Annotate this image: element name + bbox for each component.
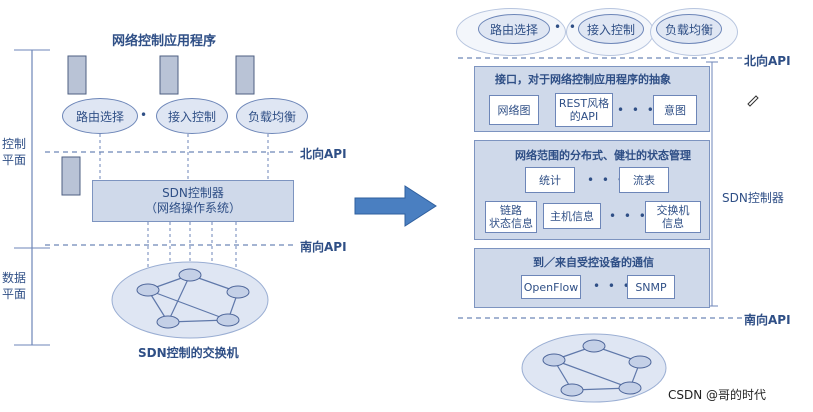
csdn-watermark: CSDN @哥的时代 xyxy=(668,388,767,402)
pencil-icon xyxy=(747,95,759,107)
right-app-routing-label: 路由选择 xyxy=(489,22,538,37)
right-sdn-controller-label: SDN控制器 xyxy=(722,191,784,205)
right-app-access-control: 接入控制 xyxy=(578,14,644,44)
right-app-access-control-label: 接入控制 xyxy=(586,22,635,37)
left-app-load-balancing: 负载均衡 xyxy=(236,98,308,134)
interface-dots: • • • xyxy=(617,103,656,117)
snmp-label: SNMP xyxy=(635,280,667,294)
device-communication-layer: 到／来自受控设备的通信 OpenFlow • • • SNMP xyxy=(474,248,710,308)
host-info-box: 主机信息 xyxy=(543,203,601,229)
link-state-box: 链路 状态信息 xyxy=(485,201,537,233)
intent-label: 意图 xyxy=(664,103,686,117)
data-plane-label: 数据 平面 xyxy=(2,271,27,301)
right-app-routing: 路由选择 xyxy=(478,14,550,44)
left-app-access-control: 接入控制 xyxy=(156,98,228,134)
snmp-box: SNMP xyxy=(627,275,675,299)
state-dots-bottom: • • • xyxy=(609,209,648,223)
rest-api-box: REST风格 的API xyxy=(555,93,613,127)
left-sdn-controller-label: SDN控制器 （网络操作系统） xyxy=(144,186,241,215)
right-southbound-api-label: 南向API xyxy=(744,313,791,327)
rest-api-label: REST风格 的API xyxy=(558,97,610,123)
interface-layer-title: 接口，对于网络控制应用程序的抽象 xyxy=(495,73,671,86)
link-state-label: 链路 状态信息 xyxy=(489,204,533,230)
state-layer-title: 网络范围的分布式、健壮的状态管理 xyxy=(515,149,691,162)
network-graph-label: 网络图 xyxy=(497,103,531,117)
flow-table-box: 流表 xyxy=(619,167,669,193)
comm-layer-title: 到／来自受控设备的通信 xyxy=(533,256,654,269)
left-southbound-api-label: 南向API xyxy=(300,240,347,254)
comm-dots: • • • xyxy=(593,279,632,293)
network-graph-box: 网络图 xyxy=(489,95,539,125)
state-management-layer: 网络范围的分布式、健壮的状态管理 统计 • • • 流表 链路 状态信息 主机信… xyxy=(474,140,710,240)
openflow-label: OpenFlow xyxy=(523,280,579,294)
left-northbound-api-label: 北向API xyxy=(300,147,347,161)
right-northbound-api-label: 北向API xyxy=(744,54,791,68)
left-app-load-balancing-label: 负载均衡 xyxy=(247,109,296,124)
host-info-label: 主机信息 xyxy=(550,209,594,223)
state-dots-top: • • • xyxy=(587,173,626,187)
left-apps-title: 网络控制应用程序 xyxy=(112,34,217,49)
left-app-routing-label: 路由选择 xyxy=(75,109,124,124)
openflow-box: OpenFlow xyxy=(521,275,581,299)
left-app-access-control-label: 接入控制 xyxy=(167,109,216,124)
switch-info-label: 交换机 信息 xyxy=(656,204,690,230)
intent-box: 意图 xyxy=(653,95,697,125)
right-app-load-balancing-label: 负载均衡 xyxy=(664,22,713,37)
left-app-routing: 路由选择 xyxy=(62,98,138,134)
statistics-label: 统计 xyxy=(539,173,561,187)
control-plane-label: 控制 平面 xyxy=(2,137,27,167)
sdn-switches-label: SDN控制的交换机 xyxy=(138,346,239,360)
switch-info-box: 交换机 信息 xyxy=(645,201,701,233)
flow-table-label: 流表 xyxy=(633,173,655,187)
left-sdn-controller-box: SDN控制器 （网络操作系统） xyxy=(92,180,294,222)
interface-abstraction-layer: 接口，对于网络控制应用程序的抽象 网络图 REST风格 的API • • • 意… xyxy=(474,66,710,132)
right-app-load-balancing: 负载均衡 xyxy=(656,14,722,44)
statistics-box: 统计 xyxy=(525,167,575,193)
